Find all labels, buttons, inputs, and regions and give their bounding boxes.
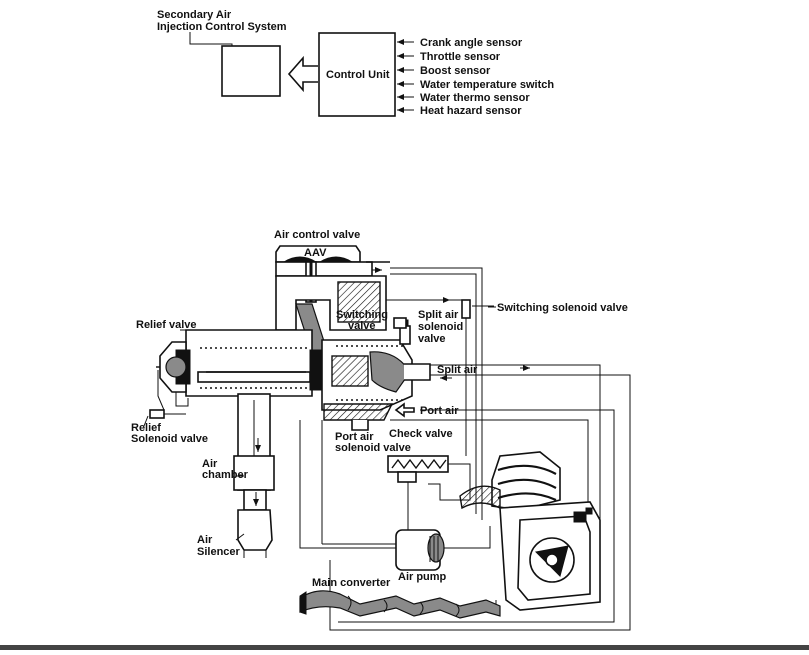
relief-solenoid-label-line2: Solenoid valve (131, 433, 208, 445)
air-chamber-column (233, 393, 275, 558)
system-label-line1: Secondary Air (157, 9, 232, 21)
sensor-label-boost: Boost sensor (420, 65, 491, 77)
block-diagram: Secondary Air Injection Control System C… (157, 9, 554, 117)
solenoid-valves (393, 299, 494, 329)
air-pump-label: Air pump (398, 571, 447, 583)
main-converter (299, 590, 501, 619)
air-chamber-box (233, 455, 275, 491)
air-silencer-label-line2: Silencer (197, 546, 241, 558)
switching-solenoid-valve-label: Switching solenoid valve (497, 302, 628, 314)
split-air-label: Split air (437, 364, 478, 376)
switching-solenoid-icon (461, 299, 471, 319)
air-control-valve (275, 245, 390, 361)
port-air-label: Port air (420, 405, 459, 417)
check-valve-label: Check valve (389, 428, 453, 440)
sensor-label-heat-hazard: Heat hazard sensor (420, 105, 522, 117)
relief-solenoid-body (149, 409, 165, 419)
secondary-air-system-box (221, 45, 281, 97)
rotary-engine (459, 451, 601, 611)
valve-body (185, 319, 431, 431)
relief-solenoid-label-line1: Relief (131, 422, 161, 434)
port-air-arrow-icon (394, 402, 415, 418)
bottom-border-bar (0, 645, 809, 650)
split-air-solenoid-label-line1: Split air (418, 309, 459, 321)
air-silencer-label-line1: Air (197, 534, 213, 546)
switching-valve-label-line2: valve (348, 320, 376, 332)
air-silencer-body (237, 509, 273, 551)
main-converter-label: Main converter (312, 577, 391, 589)
air-chamber-label-line2: chamber (202, 469, 249, 481)
sensor-label-water-thermo: Water thermo sensor (420, 92, 530, 104)
split-air-solenoid-label-line2: solenoid (418, 321, 463, 333)
sensor-arrows (397, 39, 414, 113)
switching-valve-body (337, 281, 381, 323)
port-air-solenoid-label-line1: Port air (335, 431, 374, 443)
switching-valve-label-line1: Switching (336, 309, 388, 321)
schematic: Air control valve AAV Relief valve Switc… (131, 229, 631, 631)
hollow-arrow-icon (287, 55, 318, 93)
sensor-label-throttle: Throttle sensor (420, 51, 501, 63)
control-unit-label: Control Unit (326, 69, 390, 81)
system-label-line2: Injection Control System (157, 21, 287, 33)
relief-valve-label: Relief valve (136, 319, 197, 331)
air-chamber-label-line1: Air (202, 458, 218, 470)
port-air-solenoid-label-line2: solenoid valve (335, 442, 411, 454)
relief-valve (149, 341, 191, 419)
control-unit-box (318, 32, 396, 117)
sensor-label-water-temp-switch: Water temperature switch (420, 79, 554, 91)
split-air-solenoid-icon (393, 317, 407, 329)
aav-label: AAV (304, 247, 327, 259)
sensor-label-crank-angle: Crank angle sensor (420, 37, 523, 49)
check-valve (387, 455, 471, 530)
leader-lines (143, 306, 496, 541)
split-air-solenoid-label-line3: valve (418, 333, 446, 345)
air-pump (395, 529, 445, 571)
air-control-valve-label: Air control valve (274, 229, 360, 241)
